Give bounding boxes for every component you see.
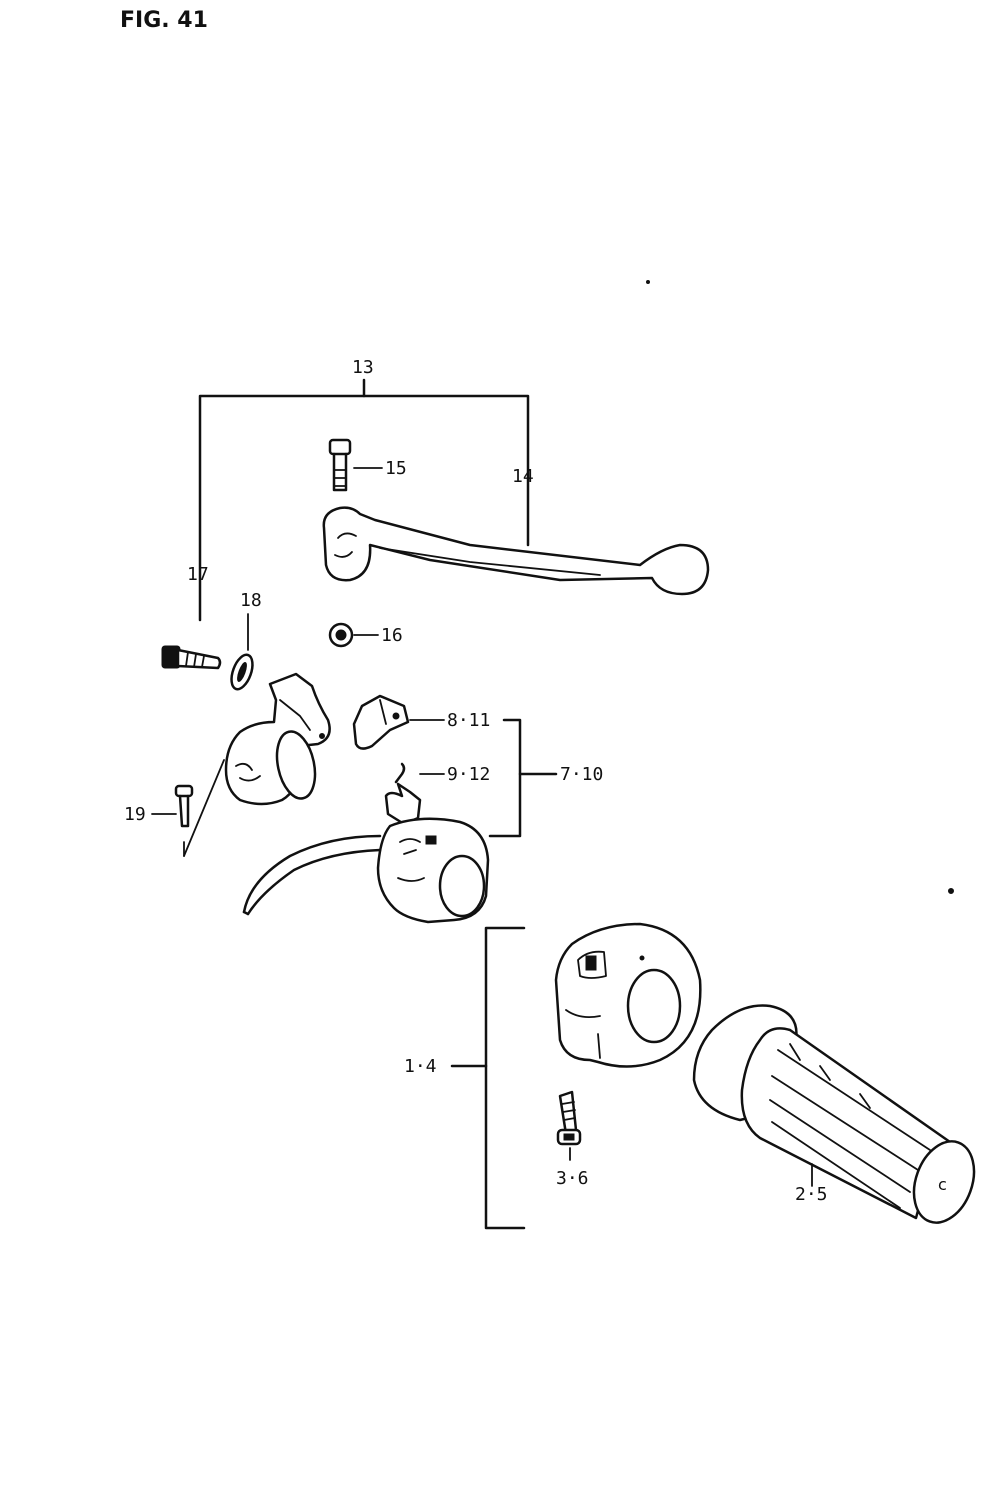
throttle-housing-drawing <box>554 922 702 1068</box>
speck <box>646 280 650 284</box>
callout-18: 18 <box>240 590 262 611</box>
screw-drawing <box>151 759 225 857</box>
grip-drawing: c <box>692 1004 976 1224</box>
switch-lever-drawing <box>384 762 445 826</box>
callout-8-11: 8·11 <box>447 710 490 731</box>
washer-drawing <box>230 613 254 691</box>
bracket-7-10 <box>488 718 558 838</box>
callout-13: 13 <box>352 357 374 378</box>
callout-16: 16 <box>381 625 403 646</box>
callout-1-4: 1·4 <box>404 1056 437 1077</box>
bracket-13 <box>198 378 530 622</box>
figure-title: FIG. 41 <box>120 8 208 33</box>
callout-9-12: 9·12 <box>447 764 490 785</box>
callout-19: 19 <box>124 804 146 825</box>
housing-screw-drawing <box>556 1090 582 1161</box>
callout-2-5: 2·5 <box>795 1184 828 1205</box>
callout-17: 17 <box>187 564 209 585</box>
pivot-bolt-drawing <box>161 645 222 670</box>
callout-15: 15 <box>385 458 407 479</box>
bracket-1-4 <box>450 926 526 1230</box>
speck <box>948 888 954 894</box>
svg-text:c: c <box>938 1175 947 1194</box>
left-switch-housing-drawing <box>242 817 490 924</box>
nut-drawing <box>328 622 379 648</box>
lever-drawing <box>322 506 710 596</box>
callout-3-6: 3·6 <box>556 1168 589 1189</box>
switch-knob-drawing <box>352 694 445 750</box>
bolt-drawing <box>328 438 383 492</box>
lever-holder-drawing <box>224 672 331 806</box>
callout-14: 14 <box>512 466 534 487</box>
callout-7-10: 7·10 <box>560 764 603 785</box>
